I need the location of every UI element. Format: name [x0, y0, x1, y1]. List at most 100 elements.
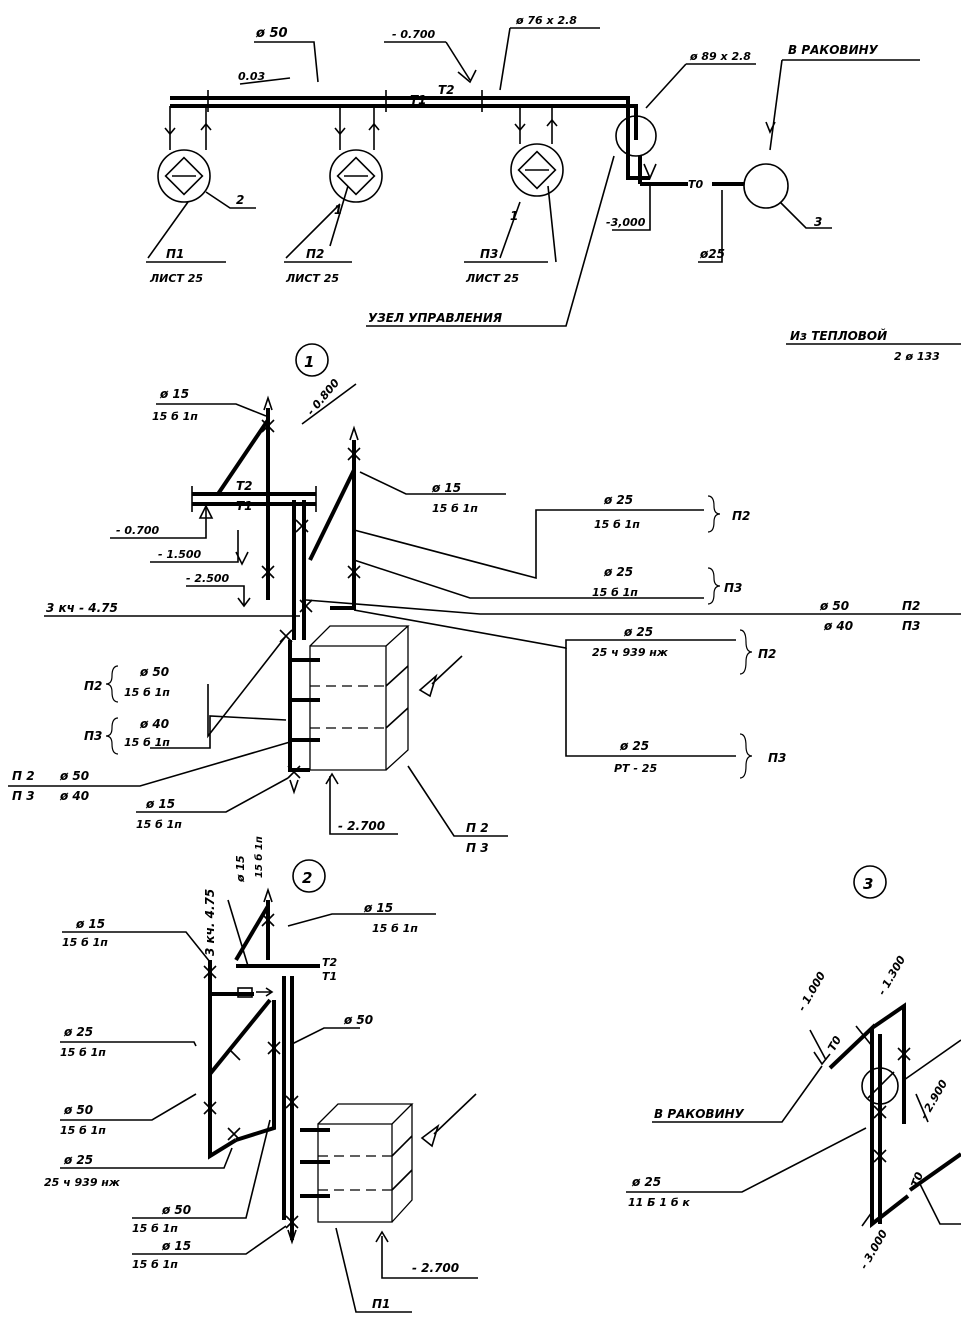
n1-c1-spec: 15 б 1п: [594, 518, 640, 531]
n1-c4-spec: РТ - 25: [614, 762, 657, 775]
node-3-marker: [853, 865, 887, 899]
n1-l2-d: ø 40: [139, 717, 169, 731]
n3-elev-1000: - 1.000: [795, 969, 828, 1013]
n3-t0-lower: T0: [909, 1170, 927, 1189]
node-2-number: 2: [302, 869, 312, 887]
unit-p2: П2: [306, 247, 324, 261]
n1-c2-d: ø 25: [603, 565, 633, 579]
n1-t2: T2: [236, 479, 253, 493]
n1-c4-tag: П3: [768, 751, 786, 765]
node-1-marker: [295, 343, 329, 377]
plan-d89: ø 89 x 2.8: [689, 50, 751, 63]
n1-c3-d: ø 25: [623, 625, 653, 639]
node-3-number: 3: [863, 875, 873, 893]
n3-elev-1300: - 1.300: [875, 953, 908, 997]
n1-c1-tag: П2: [732, 509, 750, 523]
control-unit-label: УЗЕЛ УПРАВЛЕНИЯ: [368, 311, 502, 325]
node-1-scheme: [8, 343, 961, 837]
n1-main-p3: П3: [902, 619, 920, 633]
n3-d25: ø 25: [631, 1175, 661, 1189]
n1-l1-tag: П2: [84, 679, 102, 693]
plan-d25: ø25: [699, 247, 725, 261]
plan-t0: T0: [688, 178, 704, 191]
n2-r1-spec: 15 б 1п: [372, 922, 418, 935]
n3-elev-2900: - 2.900: [917, 1077, 950, 1121]
n1-bottom-d15: ø 15: [145, 797, 175, 811]
n2-l5-spec: 15 б 1п: [132, 1222, 178, 1235]
node-3-valve-unit: [861, 1067, 899, 1105]
plan-slope: 0.03: [238, 70, 265, 83]
n2-t1: T1: [322, 970, 337, 983]
n3-elev-3000: - 3.000: [857, 1227, 890, 1271]
unit-number-1b: 1: [510, 209, 518, 223]
n2-r1-d: ø 15: [363, 901, 393, 915]
heater-unit-p2: [329, 106, 383, 203]
unit-number-3: 3: [814, 215, 822, 229]
n2-l3-spec: 15 б 1п: [60, 1124, 106, 1137]
n1-t1: T1: [236, 499, 253, 513]
n1-l3-d50: ø 50: [59, 769, 89, 783]
n1-right-spec: 15 б 1п: [432, 502, 478, 515]
plan-elev-0700: - 0.700: [392, 28, 436, 41]
n1-c2-tag: П3: [724, 581, 742, 595]
n2-l3-d: ø 50: [63, 1103, 93, 1117]
n1-elev-0800: - 0.800: [304, 376, 342, 418]
n1-l2-spec: 15 б 1п: [124, 736, 170, 749]
n1-right-d15: ø 15: [431, 481, 461, 495]
n2-l1-d: ø 15: [75, 917, 105, 931]
n1-c4-d: ø 25: [619, 739, 649, 753]
n3-t0-upper: T0: [825, 1034, 844, 1054]
unit-number-1a: 1: [334, 203, 342, 217]
n1-elev-0700: - 0.700: [116, 524, 160, 537]
n1-top-d15: ø 15: [159, 387, 189, 401]
plan-t2: T2: [438, 83, 455, 97]
n1-elev-1500: - 1.500: [158, 548, 202, 561]
n2-l2-spec: 15 б 1п: [60, 1046, 106, 1059]
plan-d76: ø 76 x 2.8: [515, 14, 577, 27]
n2-top-spec: 15 б 1п: [253, 836, 265, 878]
n1-c1-d: ø 25: [603, 493, 633, 507]
n2-floor-level: 3 кч. 4.75: [203, 889, 217, 956]
n3-spec: 11 Б 1 б к: [628, 1196, 690, 1209]
n2-elev-2700: - 2.700: [412, 1261, 459, 1275]
n1-l2-tag: П3: [84, 729, 102, 743]
n2-l5-d: ø 50: [161, 1203, 191, 1217]
plan-t1: T1: [410, 93, 427, 107]
n1-top-spec: 15 б 1п: [152, 410, 198, 423]
n1-main-d40: ø 40: [823, 619, 853, 633]
n2-tank-tag: П1: [372, 1297, 390, 1311]
n2-top-d15: ø 15: [234, 855, 247, 883]
n2-l4-spec: 25 ч 939 нж: [44, 1176, 121, 1189]
plan-to-sink: В РАКОВИНУ: [788, 43, 879, 57]
n1-main-d50: ø 50: [819, 599, 849, 613]
n1-l3-p3: П 3: [12, 789, 35, 803]
n3-to-sink: В РАКОВИНУ: [654, 1107, 745, 1121]
n1-bottom-spec: 15 б 1п: [136, 818, 182, 831]
node-3-scheme: [626, 865, 961, 1229]
n1-c2-spec: 15 б 1п: [592, 586, 638, 599]
n1-c3-spec: 25 ч 939 нж: [592, 646, 669, 659]
unit-number-2: 2: [236, 193, 244, 207]
unit-p2-sheet: ЛИСТ 25: [285, 272, 339, 285]
n2-l2-d: ø 25: [63, 1025, 93, 1039]
unit-p1-sheet: ЛИСТ 25: [149, 272, 203, 285]
node-2-scheme: [60, 859, 478, 1313]
plan-elev-3000: -3,000: [606, 216, 646, 229]
plan-scheme: [146, 27, 961, 345]
n1-elev-2500: - 2.500: [186, 572, 230, 585]
sink-symbol: [743, 163, 789, 209]
n1-tank-p2: П 2: [466, 821, 489, 835]
node-1-number: 1: [304, 353, 314, 371]
n1-l1-d: ø 50: [139, 665, 169, 679]
n1-l3-p2: П 2: [12, 769, 35, 783]
n2-l6-d: ø 15: [161, 1239, 191, 1253]
node-2-marker: [292, 859, 326, 893]
unit-p3-sheet: ЛИСТ 25: [465, 272, 519, 285]
heater-unit-p3: [510, 106, 564, 197]
unit-p3: П3: [480, 247, 498, 261]
plan-d50: ø 50: [255, 26, 288, 41]
n1-l3-d40: ø 40: [59, 789, 89, 803]
n1-l1-spec: 15 б 1п: [124, 686, 170, 699]
n2-d50: ø 50: [343, 1013, 373, 1027]
